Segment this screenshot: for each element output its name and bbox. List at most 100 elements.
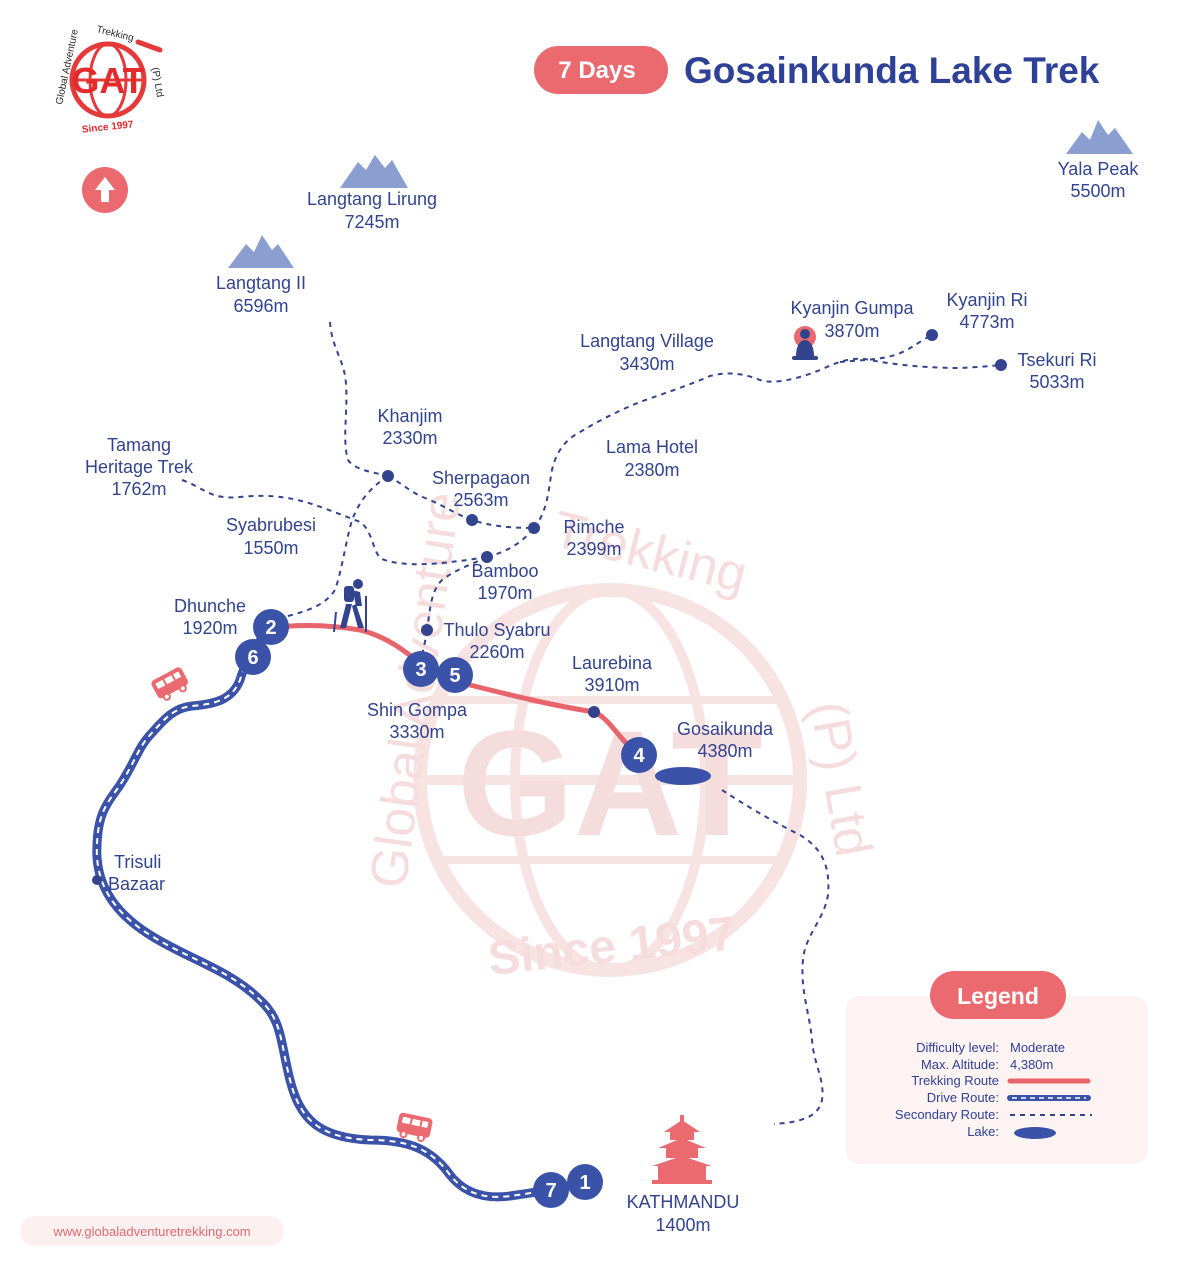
peak-langtang-lirung: Langtang Lirung 7245m — [307, 155, 437, 232]
stop-number: 1 — [579, 1172, 590, 1194]
stop-3: 3 — [403, 651, 439, 687]
pagoda-icon — [652, 1115, 712, 1184]
place-name: Langtang Village — [580, 331, 714, 351]
label-tamang: Tamang Heritage Trek 1762m — [85, 435, 194, 499]
label-shin-gompa: Shin Gompa 3330m — [367, 700, 468, 742]
label-syabrubesi: Syabrubesi 1550m — [226, 515, 316, 558]
legend-difficulty-key: Difficulty level: — [916, 1040, 999, 1055]
stop-number: 2 — [265, 617, 276, 639]
peak-altitude: 5500m — [1070, 181, 1125, 201]
secondary-route-tamang — [181, 479, 488, 566]
waypoints — [92, 329, 1007, 885]
secondary-route-bamboo — [486, 527, 535, 558]
bus-icon — [396, 1112, 433, 1142]
waypoint-sherpagaon — [466, 514, 478, 526]
place-name: Bamboo — [471, 561, 538, 581]
legend-trekking-key: Trekking Route — [911, 1073, 999, 1088]
stop-6: 6 — [235, 639, 271, 675]
stop-number: 3 — [415, 659, 426, 681]
legend-box — [846, 996, 1148, 1164]
stop-number: 4 — [633, 745, 645, 767]
legend-lake-swatch — [1014, 1127, 1056, 1139]
peak-name: Yala Peak — [1058, 159, 1140, 179]
stop-4: 4 — [621, 737, 657, 773]
monastery-icon — [792, 326, 818, 360]
label-thulo-syabru: Thulo Syabru 2260m — [443, 620, 550, 662]
place-altitude: 3330m — [389, 722, 444, 742]
place-name: Tamang — [107, 435, 171, 455]
place-name: Khanjim — [377, 406, 442, 426]
days-pill — [534, 46, 668, 94]
waypoint-thulo-syabru — [421, 624, 433, 636]
place-altitude: 3870m — [824, 321, 879, 341]
label-kyanjin-gumpa: Kyanjin Gumpa 3870m — [790, 298, 914, 341]
page-title: Gosainkunda Lake Trek — [684, 50, 1100, 91]
secondary-route-langtang — [533, 357, 1002, 529]
place-altitude: 3910m — [584, 675, 639, 695]
label-dhunche: Dhunche 1920m — [174, 596, 246, 638]
label-tsekuri-ri: Tsekuri Ri 5033m — [1017, 350, 1096, 392]
stop-5: 5 — [437, 657, 473, 693]
mountain-icon — [228, 235, 294, 268]
peak-name: Langtang Lirung — [307, 189, 437, 209]
waypoint-trisuli — [92, 875, 102, 885]
peak-altitude: 6596m — [233, 296, 288, 316]
place-name: Shin Gompa — [367, 700, 468, 720]
stop-2: 2 — [253, 609, 289, 645]
place-altitude: 2330m — [382, 428, 437, 448]
place-altitude: 1400m — [655, 1215, 710, 1235]
label-laurebina: Laurebina 3910m — [572, 653, 653, 695]
place-name: Bazaar — [108, 874, 165, 894]
waypoint-kyanjin-ri — [926, 329, 938, 341]
label-kathmandu: KATHMANDU 1400m — [627, 1192, 740, 1235]
secondary-route-khanjim — [329, 321, 389, 477]
label-gosaikunda: Gosaikunda 4380m — [677, 719, 774, 761]
legend-altitude-key: Max. Altitude: — [921, 1057, 999, 1072]
watermark-arc-right: (P) Ltd — [798, 697, 882, 861]
label-khanjim: Khanjim 2330m — [377, 406, 442, 448]
label-sherpagaon: Sherpagaon 2563m — [432, 468, 530, 510]
company-logo: GAT Global Adventure Trekking (P) Ltd Si… — [54, 24, 165, 135]
secondary-route-gosaikunda-kathmandu — [721, 789, 830, 1125]
waypoint-khanjim — [382, 470, 394, 482]
place-name: Tsekuri Ri — [1017, 350, 1096, 370]
label-langtang-village: Langtang Village 3430m — [580, 331, 714, 374]
website-url: www.globaladventuretrekking.com — [52, 1224, 250, 1239]
legend: Legend Difficulty level: Moderate Max. A… — [846, 971, 1148, 1164]
place-name: Sherpagaon — [432, 468, 530, 488]
place-name: Rimche — [563, 517, 624, 537]
place-name: Trisuli — [114, 852, 161, 872]
place-altitude: 1762m — [111, 479, 166, 499]
legend-title: Legend — [957, 983, 1039, 1009]
place-altitude: 2399m — [566, 539, 621, 559]
mountain-icon — [1066, 120, 1133, 154]
stop-number: 5 — [449, 665, 460, 687]
ice-axe-icon — [135, 39, 163, 53]
gosaikunda-lake — [655, 767, 711, 785]
waypoint-laurebina — [588, 706, 600, 718]
hiker-icon — [333, 579, 367, 633]
peak-name: Langtang II — [216, 273, 306, 293]
legend-drive-key: Drive Route: — [927, 1090, 999, 1105]
logo-mark: GAT — [71, 60, 144, 101]
stop-7: 7 — [533, 1172, 569, 1208]
place-name: Lama Hotel — [606, 437, 698, 457]
place-altitude: 2563m — [453, 490, 508, 510]
logo-since: Since 1997 — [81, 119, 134, 135]
place-name: Heritage Trek — [85, 457, 194, 477]
place-altitude: 2260m — [469, 642, 524, 662]
legend-altitude-value: 4,380m — [1010, 1057, 1053, 1072]
logo-text-right: (P) Ltd — [149, 67, 165, 98]
bus-icon — [151, 667, 188, 701]
drive-route — [92, 623, 590, 1202]
waypoint-tsekuri-ri — [995, 359, 1007, 371]
secondary-route-syabrubesi — [287, 475, 389, 617]
waypoint-bamboo — [481, 551, 493, 563]
mountain-icon — [340, 155, 408, 188]
place-altitude: 4380m — [697, 741, 752, 761]
legend-lake-key: Lake: — [967, 1124, 999, 1139]
place-altitude: 1920m — [182, 618, 237, 638]
stop-number: 6 — [247, 647, 258, 669]
logo-text-top: Trekking — [95, 24, 135, 44]
